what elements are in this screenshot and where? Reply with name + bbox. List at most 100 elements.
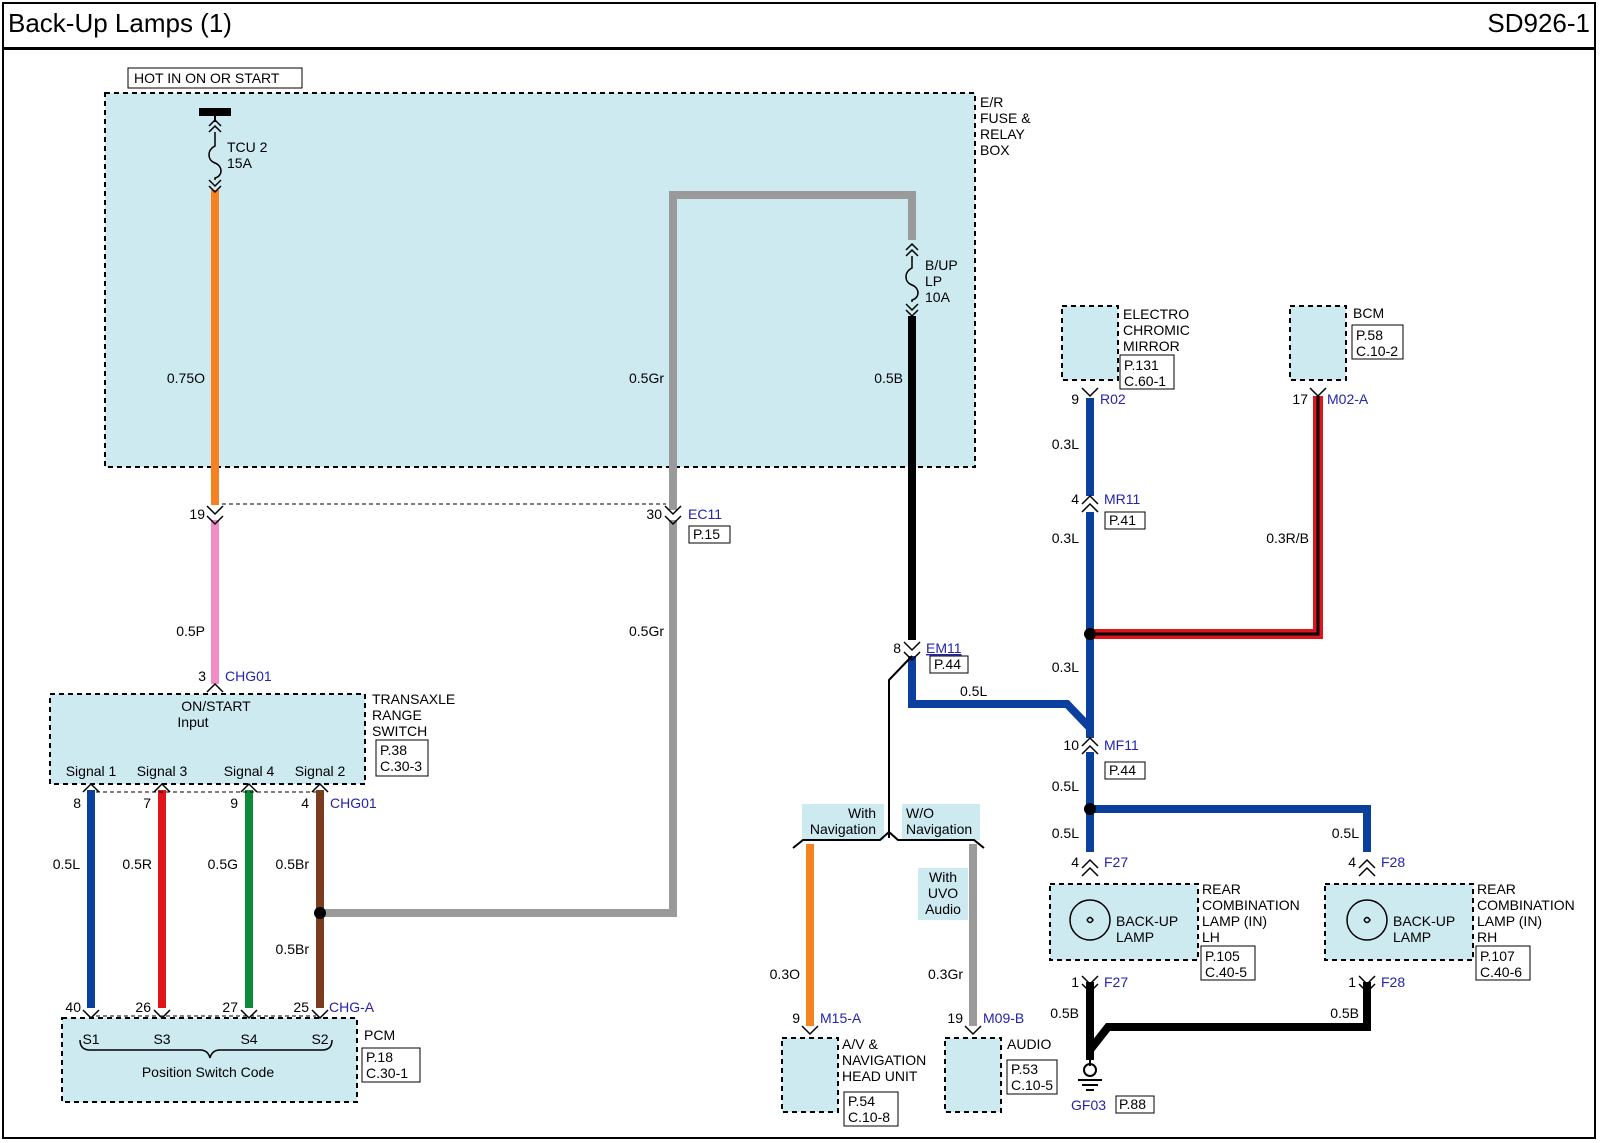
wire-label-w14: 0.3L bbox=[1052, 659, 1079, 675]
fuse2-line1: B/UP bbox=[925, 257, 958, 273]
lamp-rh-inner-1: BACK-UP bbox=[1393, 913, 1455, 929]
wire-label-w17: 0.5L bbox=[1052, 825, 1079, 841]
pin-m02 bbox=[1309, 387, 1327, 398]
pin-r02 bbox=[1081, 387, 1099, 398]
pin-mr11 bbox=[1081, 494, 1099, 513]
audio-name: AUDIO bbox=[1007, 1036, 1051, 1052]
lamp-rh-inner-2: LAMP bbox=[1393, 929, 1431, 945]
lamp-lh-bulb bbox=[1069, 899, 1111, 941]
m15-pin: 9 bbox=[792, 1010, 800, 1026]
pcm-box bbox=[61, 1017, 358, 1103]
uvo-1: With bbox=[929, 869, 957, 885]
wo-nav-bg bbox=[902, 804, 980, 840]
branch-line bbox=[888, 655, 913, 838]
pcm-bracket bbox=[79, 1039, 333, 1059]
pcm-pin-4: S2 bbox=[311, 1031, 328, 1047]
ec11-pin: 30 bbox=[646, 506, 662, 522]
pin-tcu-19 bbox=[206, 505, 224, 526]
fuse-box-name-4: BOX bbox=[980, 142, 1010, 158]
m02-pin: 17 bbox=[1292, 391, 1308, 407]
trs-signal-4: Signal 2 bbox=[295, 763, 346, 779]
fuse-tcu2 bbox=[208, 118, 222, 194]
pin-f28-top bbox=[1358, 858, 1376, 877]
av-ref-1: P.54 bbox=[848, 1093, 875, 1109]
audio-box bbox=[944, 1037, 1002, 1113]
f28-bot-name: F28 bbox=[1381, 974, 1405, 990]
ground-ref: P.88 bbox=[1119, 1096, 1146, 1112]
wire-blue-rh bbox=[1090, 805, 1371, 852]
pin-mf11 bbox=[1081, 736, 1099, 755]
wo-nav-2: Navigation bbox=[906, 821, 972, 837]
pin-em11 bbox=[903, 641, 921, 662]
fuse1-rating: 15A bbox=[227, 155, 253, 171]
wire-label-w18: 0.5L bbox=[1332, 825, 1359, 841]
with-nav-bracket bbox=[792, 830, 985, 849]
fuse2-rating: 10A bbox=[925, 289, 951, 305]
mf11-ref: P.44 bbox=[1109, 762, 1136, 778]
transaxle-range-switch bbox=[49, 693, 366, 785]
m02-name: M02-A bbox=[1327, 391, 1369, 407]
wire-label-w8: 0.5G bbox=[208, 856, 238, 872]
page-code: SD926-1 bbox=[1487, 8, 1590, 38]
wire-label-w7: 0.5R bbox=[122, 856, 152, 872]
wire-label-w10: 0.5Br bbox=[276, 941, 310, 957]
pcm-name: PCM bbox=[364, 1027, 395, 1043]
chga-pin-3: 27 bbox=[222, 999, 238, 1015]
splice-red bbox=[1084, 628, 1096, 640]
m15-name: M15-A bbox=[820, 1010, 862, 1026]
pcm-ref-1: P.18 bbox=[366, 1049, 393, 1065]
lamp-rh-ref-1: P.107 bbox=[1480, 948, 1515, 964]
wire-label-w22: 0.5B bbox=[1330, 1005, 1359, 1021]
wire-label-w12: 0.3L bbox=[1052, 530, 1079, 546]
wire-label-w4: 0.5P bbox=[176, 623, 205, 639]
lamp-rh-ref-2: C.40-6 bbox=[1480, 964, 1522, 980]
f27-top-name: F27 bbox=[1104, 854, 1128, 870]
uvo-2: UVO bbox=[928, 885, 958, 901]
tcu-pin: 19 bbox=[189, 506, 205, 522]
trs-signal-3: Signal 4 bbox=[224, 763, 275, 779]
pcm-pin-3: S4 bbox=[240, 1031, 257, 1047]
pin-chg01-top bbox=[206, 682, 224, 693]
m09-pin: 19 bbox=[947, 1010, 963, 1026]
wire-label-w16: 0.5L bbox=[1052, 778, 1079, 794]
pcm-pin-1: S1 bbox=[82, 1031, 99, 1047]
fuse-box-name-2: FUSE & bbox=[980, 110, 1031, 126]
av-name-3: HEAD UNIT bbox=[842, 1068, 918, 1084]
chg01-top-name: CHG01 bbox=[225, 668, 272, 684]
pins-chg01 bbox=[82, 782, 329, 793]
av-name-2: NAVIGATION bbox=[842, 1052, 926, 1068]
fuse-relay-box bbox=[104, 92, 976, 468]
wire-gray-lower bbox=[322, 520, 677, 917]
mirror-name-3: MIRROR bbox=[1123, 338, 1180, 354]
fuse-bup bbox=[905, 242, 919, 318]
wire-blue-em11 bbox=[908, 656, 1093, 731]
bcm-ref-1: P.58 bbox=[1356, 327, 1383, 343]
fuse2-line2: LP bbox=[925, 273, 942, 289]
f27-bot-pin: 1 bbox=[1071, 974, 1079, 990]
r02-pin: 9 bbox=[1071, 391, 1079, 407]
with-nav-1: With bbox=[848, 805, 876, 821]
lamp-rh-name-4: RH bbox=[1477, 929, 1497, 945]
lamp-lh-ref-2: C.40-5 bbox=[1205, 964, 1247, 980]
audio-ref-2: C.10-5 bbox=[1011, 1077, 1053, 1093]
fuse1-name: TCU 2 bbox=[227, 139, 268, 155]
chg01-pin-4: 4 bbox=[301, 795, 309, 811]
bcm-name: BCM bbox=[1353, 305, 1384, 321]
pin-m15 bbox=[801, 1025, 819, 1036]
pin-f27-bot bbox=[1081, 975, 1099, 994]
wo-nav-1: W/O bbox=[906, 805, 934, 821]
bcm-box bbox=[1289, 305, 1347, 381]
trs-signal-1: Signal 1 bbox=[66, 763, 117, 779]
mf11-name: MF11 bbox=[1104, 737, 1139, 753]
pcm-caption: Position Switch Code bbox=[142, 1064, 275, 1080]
chg01-pin-3: 9 bbox=[230, 795, 238, 811]
wire-label-w19: 0.3O bbox=[770, 966, 800, 982]
splice-brown bbox=[314, 907, 326, 919]
lamp-lh-inner-2: LAMP bbox=[1116, 929, 1154, 945]
mirror-name-2: CHROMIC bbox=[1123, 322, 1190, 338]
trs-name-3: SWITCH bbox=[372, 723, 427, 739]
f28-top-name: F28 bbox=[1381, 854, 1405, 870]
lamp-rh-name-3: LAMP (IN) bbox=[1477, 913, 1542, 929]
pcm-ref-2: C.30-1 bbox=[366, 1065, 408, 1081]
